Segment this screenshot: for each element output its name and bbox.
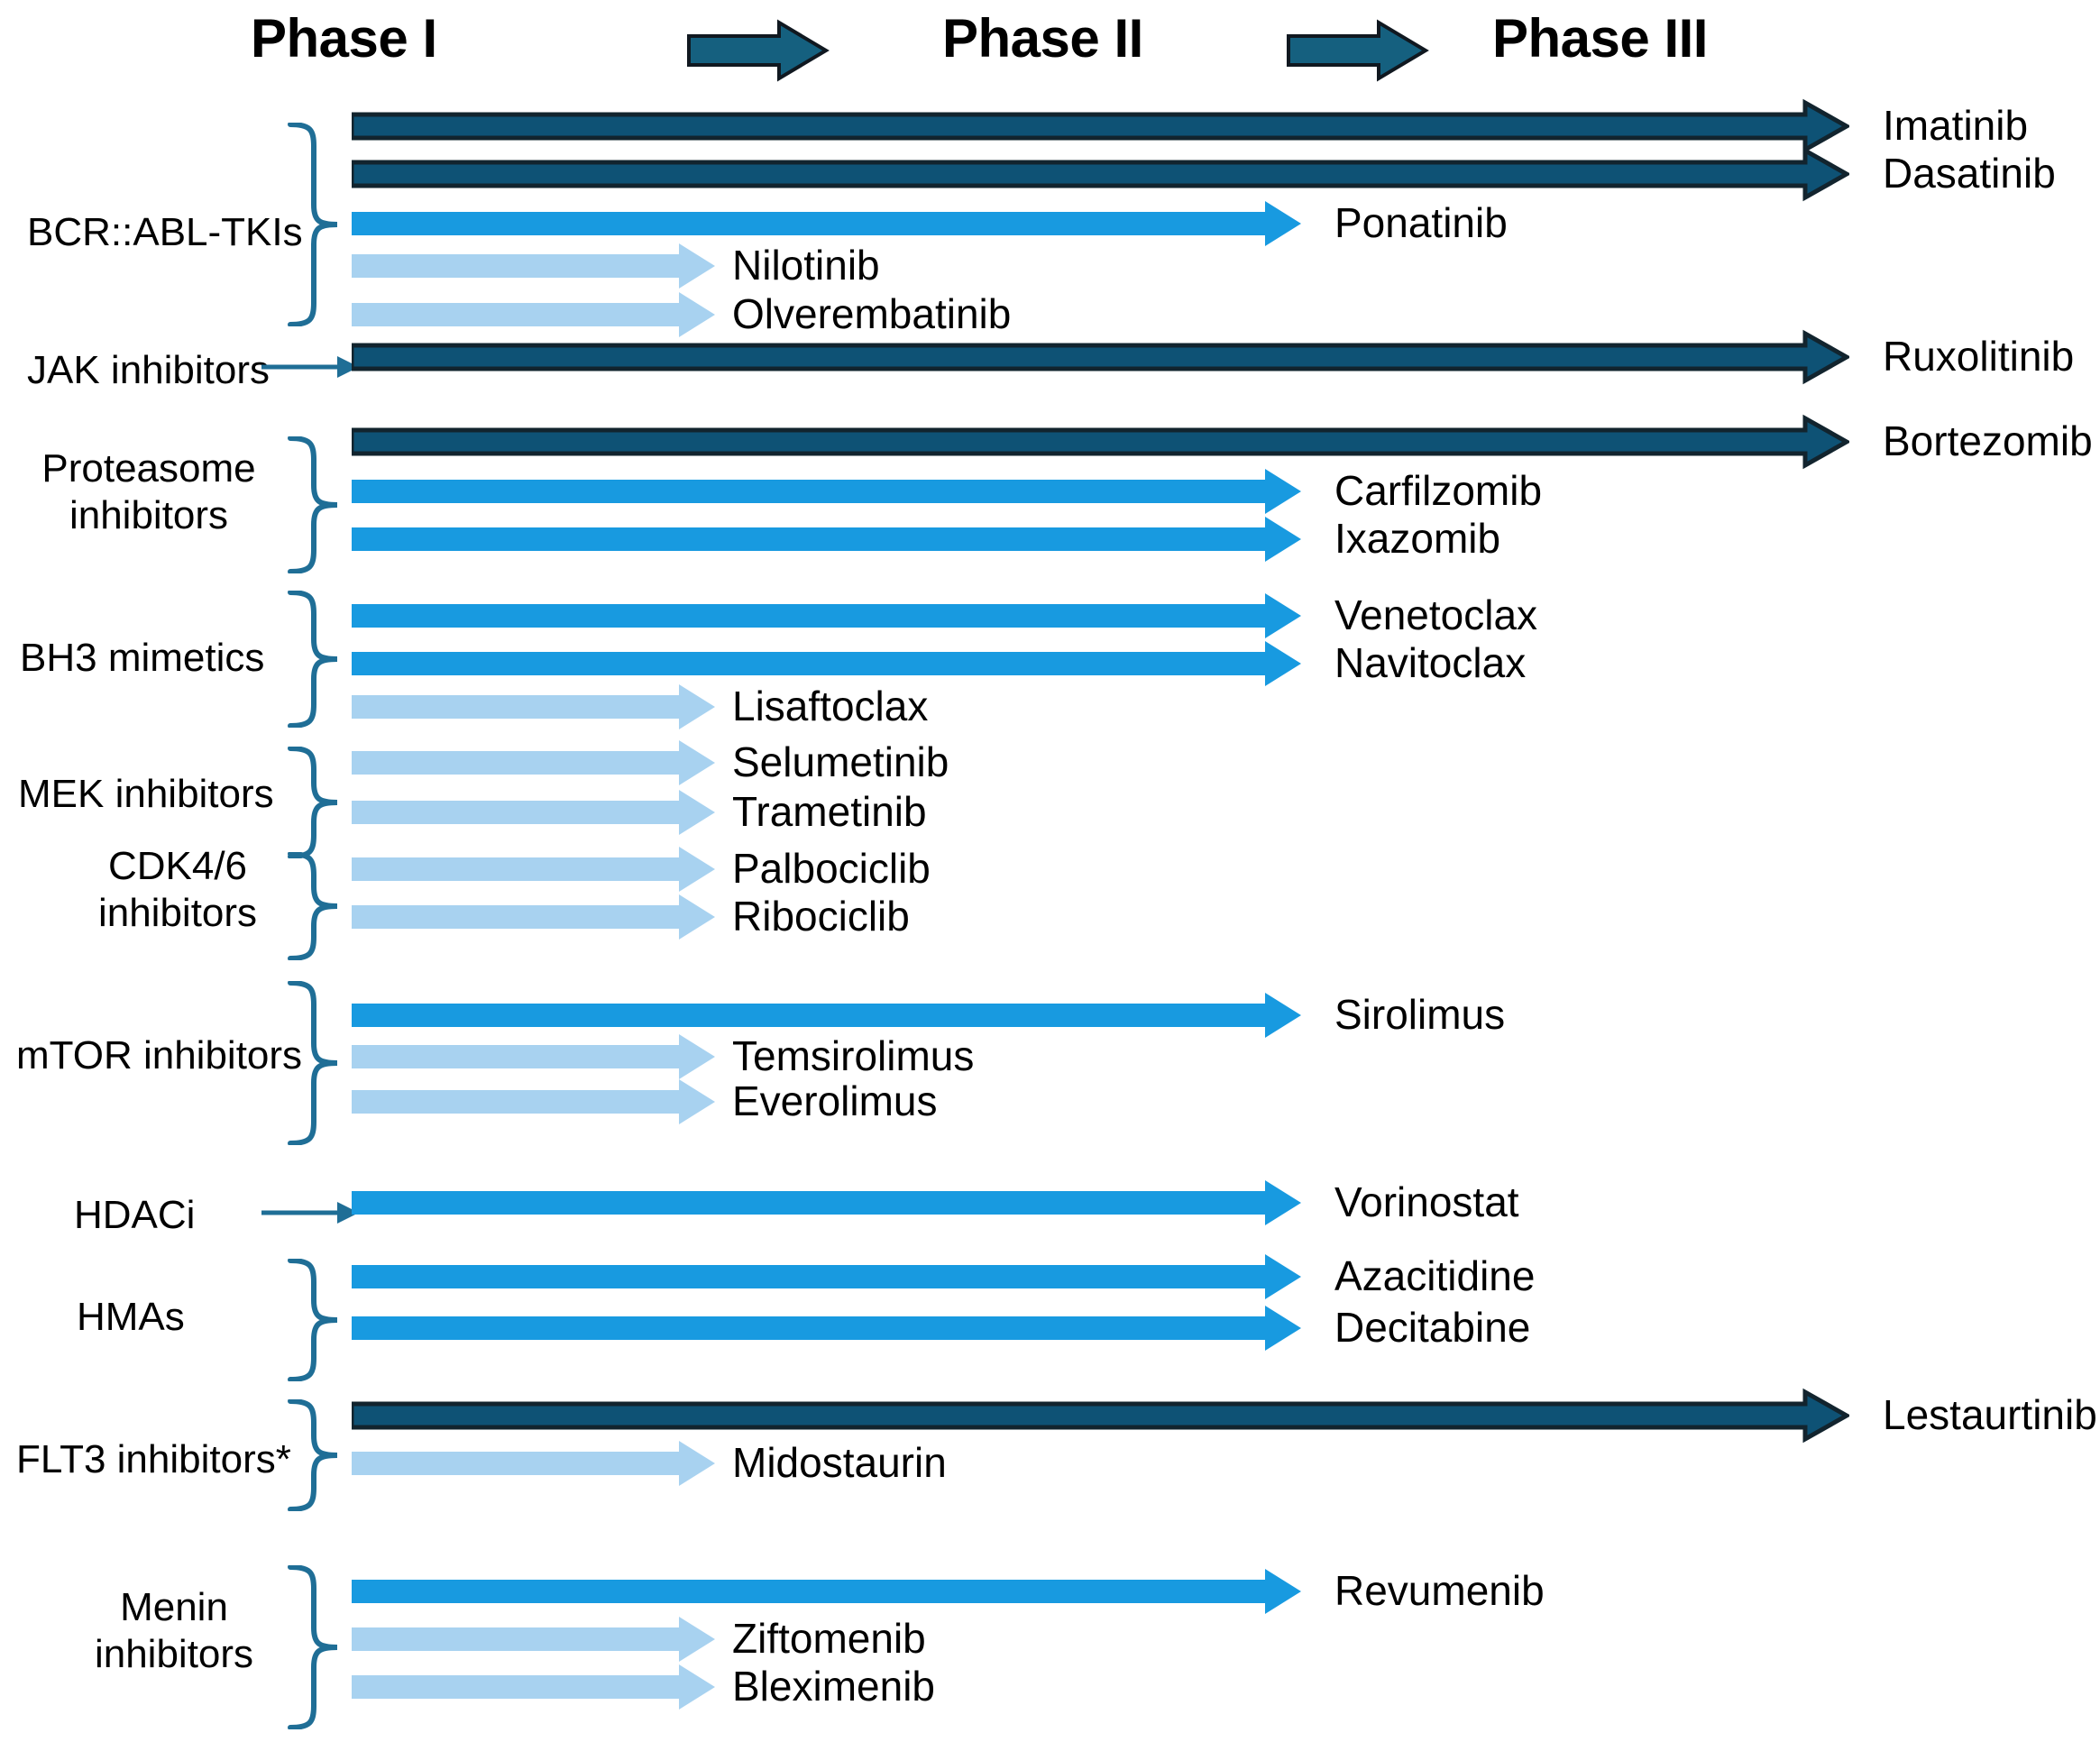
bar-ponatinib xyxy=(352,197,1304,251)
drug-label-ponatinib: Ponatinib xyxy=(1334,199,1508,246)
drug-label-everolimus: Everolimus xyxy=(732,1077,938,1124)
drug-label-revumenib: Revumenib xyxy=(1334,1567,1545,1614)
bar-vorinostat xyxy=(352,1176,1304,1230)
drug-label-temsirolimus: Temsirolimus xyxy=(732,1032,975,1079)
phase-i-to-ii-arrow xyxy=(685,18,830,83)
bar-revumenib xyxy=(352,1564,1304,1618)
drug-label-bortezomib: Bortezomib xyxy=(1883,417,2093,464)
category-label-menin-inhibitors: Menin inhibitors xyxy=(94,1585,254,1676)
bar-ixazomib xyxy=(352,512,1304,566)
bar-bleximenib xyxy=(352,1660,718,1714)
category-label-jak-inhibitors: JAK inhibitors xyxy=(27,348,271,392)
brace-flt3-inhibitors xyxy=(287,1398,343,1512)
bar-bortezomib xyxy=(349,414,1852,470)
connector-arrow-hdaci xyxy=(261,1195,359,1231)
bar-imatinib xyxy=(349,98,1852,154)
drug-label-venetoclax: Venetoclax xyxy=(1334,591,1538,638)
bar-ribociclib xyxy=(352,890,718,944)
drug-label-bleximenib: Bleximenib xyxy=(732,1663,935,1710)
phase-label-1: Phase I xyxy=(251,8,437,69)
bar-palbociclib xyxy=(352,842,718,896)
category-label-cdk46-inhibitors: CDK4/6 inhibitors xyxy=(97,844,258,935)
bar-ziftomenib xyxy=(352,1612,718,1666)
bar-venetoclax xyxy=(352,589,1304,643)
bar-everolimus xyxy=(352,1075,718,1129)
drug-label-olverembatinib: Olverembatinib xyxy=(732,290,1012,337)
bar-ruxolitinib xyxy=(349,329,1852,385)
brace-hmas xyxy=(287,1258,343,1382)
phase-label-3: Phase III xyxy=(1492,8,1708,69)
bar-trametinib xyxy=(352,785,718,839)
category-label-flt3-inhibitors: FLT3 inhibitors* xyxy=(16,1437,291,1481)
bar-sirolimus xyxy=(352,988,1304,1042)
brace-menin-inhibitors xyxy=(287,1564,343,1730)
drug-label-dasatinib: Dasatinib xyxy=(1883,150,2056,197)
category-label-proteasome-inhibitors: Proteasome inhibitors xyxy=(41,446,256,537)
bar-carfilzomib xyxy=(352,464,1304,518)
brace-bh3-mimetics xyxy=(287,590,343,729)
drug-label-midostaurin: Midostaurin xyxy=(732,1439,947,1486)
phase-label-2: Phase II xyxy=(942,8,1143,69)
drug-label-trametinib: Trametinib xyxy=(732,788,927,835)
connector-arrow-jak-inhibitors xyxy=(261,349,359,385)
category-label-bcr-abl-tkis: BCR::ABL-TKIs xyxy=(27,210,303,254)
drug-label-imatinib: Imatinib xyxy=(1883,102,2029,149)
drug-label-nilotinib: Nilotinib xyxy=(732,242,880,289)
drug-label-palbociclib: Palbociclib xyxy=(732,845,931,892)
bar-lisaftoclax xyxy=(352,680,718,734)
bar-midostaurin xyxy=(352,1436,718,1490)
bar-temsirolimus xyxy=(352,1030,718,1084)
drug-label-ribociclib: Ribociclib xyxy=(732,893,910,940)
drug-label-ixazomib: Ixazomib xyxy=(1334,515,1501,562)
bar-selumetinib xyxy=(352,736,718,790)
drug-label-lestaurtinib: Lestaurtinib xyxy=(1883,1391,2097,1438)
drug-label-selumetinib: Selumetinib xyxy=(732,738,949,785)
brace-proteasome-inhibitors xyxy=(287,436,343,574)
bar-dasatinib xyxy=(349,146,1852,202)
phase-ii-to-iii-arrow xyxy=(1285,18,1429,83)
drug-label-vorinostat: Vorinostat xyxy=(1334,1178,1519,1225)
bar-navitoclax xyxy=(352,637,1304,691)
category-label-mtor-inhibitors: mTOR inhibitors xyxy=(16,1033,303,1077)
brace-mtor-inhibitors xyxy=(287,980,343,1146)
bar-lestaurtinib xyxy=(349,1388,1852,1444)
bar-decitabine xyxy=(352,1301,1304,1355)
drug-label-carfilzomib: Carfilzomib xyxy=(1334,467,1543,514)
drug-label-azacitidine: Azacitidine xyxy=(1334,1252,1536,1299)
drug-label-ruxolitinib: Ruxolitinib xyxy=(1883,333,2075,380)
drug-label-navitoclax: Navitoclax xyxy=(1334,639,1527,686)
category-label-hdaci: HDACi xyxy=(74,1193,196,1237)
category-label-hmas: HMAs xyxy=(77,1295,185,1339)
brace-mek-inhibitors xyxy=(287,746,343,859)
bar-nilotinib xyxy=(352,239,718,293)
brace-cdk46-inhibitors xyxy=(287,851,343,961)
bar-azacitidine xyxy=(352,1250,1304,1304)
bar-olverembatinib xyxy=(352,288,718,342)
brace-bcr-abl-tkis xyxy=(287,122,343,327)
drug-label-sirolimus: Sirolimus xyxy=(1334,991,1506,1038)
drug-label-ziftomenib: Ziftomenib xyxy=(732,1615,926,1662)
drug-label-decitabine: Decitabine xyxy=(1334,1304,1531,1351)
category-label-mek-inhibitors: MEK inhibitors xyxy=(18,772,274,816)
category-label-bh3-mimetics: BH3 mimetics xyxy=(20,636,265,680)
drug-label-lisaftoclax: Lisaftoclax xyxy=(732,683,929,729)
